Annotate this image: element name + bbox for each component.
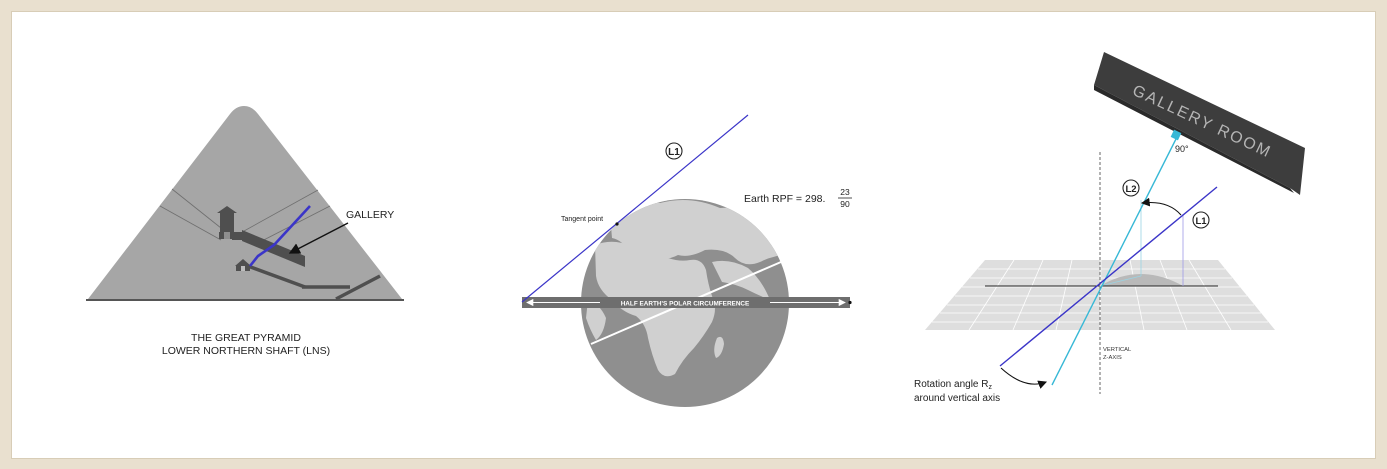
rotation-arc-top xyxy=(1140,197,1182,216)
vertical-axis-label-1: VERTICAL xyxy=(1103,347,1132,353)
pyramid-caption-line2: LOWER NORTHERN SHAFT (LNS) xyxy=(161,345,331,357)
l2-label-text: L2 xyxy=(1125,184,1136,195)
l2-label-circle xyxy=(1122,179,1140,197)
gallery-room-lip xyxy=(1094,85,1294,193)
gallery-label: GALLERY xyxy=(346,209,394,221)
tangent-point-dot xyxy=(615,222,619,226)
projection-lines xyxy=(1099,200,1142,287)
queens-chamber xyxy=(235,259,251,271)
gallery-room-label: GALLERY ROOM xyxy=(1130,82,1274,161)
gallery-pointer-arrow xyxy=(288,222,349,254)
rotation-caption-line1: Rotation angle Rz xyxy=(914,379,993,391)
rpf-denominator: 90 xyxy=(840,199,850,209)
right-angle-label: 90° xyxy=(1175,144,1189,154)
kings-chamber-window xyxy=(224,232,230,239)
pyramid-caption-line1: THE GREAT PYRAMID xyxy=(191,332,301,344)
line-l2 xyxy=(1051,136,1178,386)
rpf-numerator: 23 xyxy=(840,187,850,197)
l1-label-text: L1 xyxy=(668,147,680,158)
circumference-bar xyxy=(522,297,850,308)
earth-diagram: HALF EARTH'S POLAR CIRCUMFERENCE Tangent… xyxy=(521,114,852,407)
l1-label-circle xyxy=(665,142,683,160)
l1-rot-label-circle xyxy=(1192,211,1210,229)
vertical-axis-label-2: Z-AXIS xyxy=(1103,355,1122,361)
projection-dome xyxy=(1100,274,1183,286)
l1-rot-label-text: L1 xyxy=(1195,216,1207,227)
tangent-point-label: Tangent point xyxy=(561,216,603,223)
bar-end-dot xyxy=(848,300,852,305)
rotation-arc-bottom xyxy=(1000,367,1048,389)
circumference-label: HALF EARTH'S POLAR CIRCUMFERENCE xyxy=(621,301,750,308)
rotation-subscript: z xyxy=(989,384,993,391)
lower-northern-shaft xyxy=(248,205,311,267)
grand-gallery-slab xyxy=(242,230,305,267)
right-angle-marker xyxy=(1170,129,1182,141)
line-l1 xyxy=(999,186,1218,367)
rotation-diagram: GALLERY ROOM 90° L2 L1 VERTICAL Z-AXIS R… xyxy=(914,52,1305,404)
pyramid-passages xyxy=(247,264,381,301)
tangent-line-l1 xyxy=(521,114,749,303)
pyramid-silhouette xyxy=(88,106,402,299)
grid-plane-lines xyxy=(932,259,1268,331)
great-pyramid-diagram: GALLERY xyxy=(86,106,404,301)
rotation-caption-line2: around vertical axis xyxy=(914,393,1000,404)
rpf-formula-prefix: Earth RPF = 298. xyxy=(744,193,825,205)
gallery-room-slab xyxy=(1094,52,1305,195)
pyramid-caption: THE GREAT PYRAMID LOWER NORTHERN SHAFT (… xyxy=(96,332,396,358)
